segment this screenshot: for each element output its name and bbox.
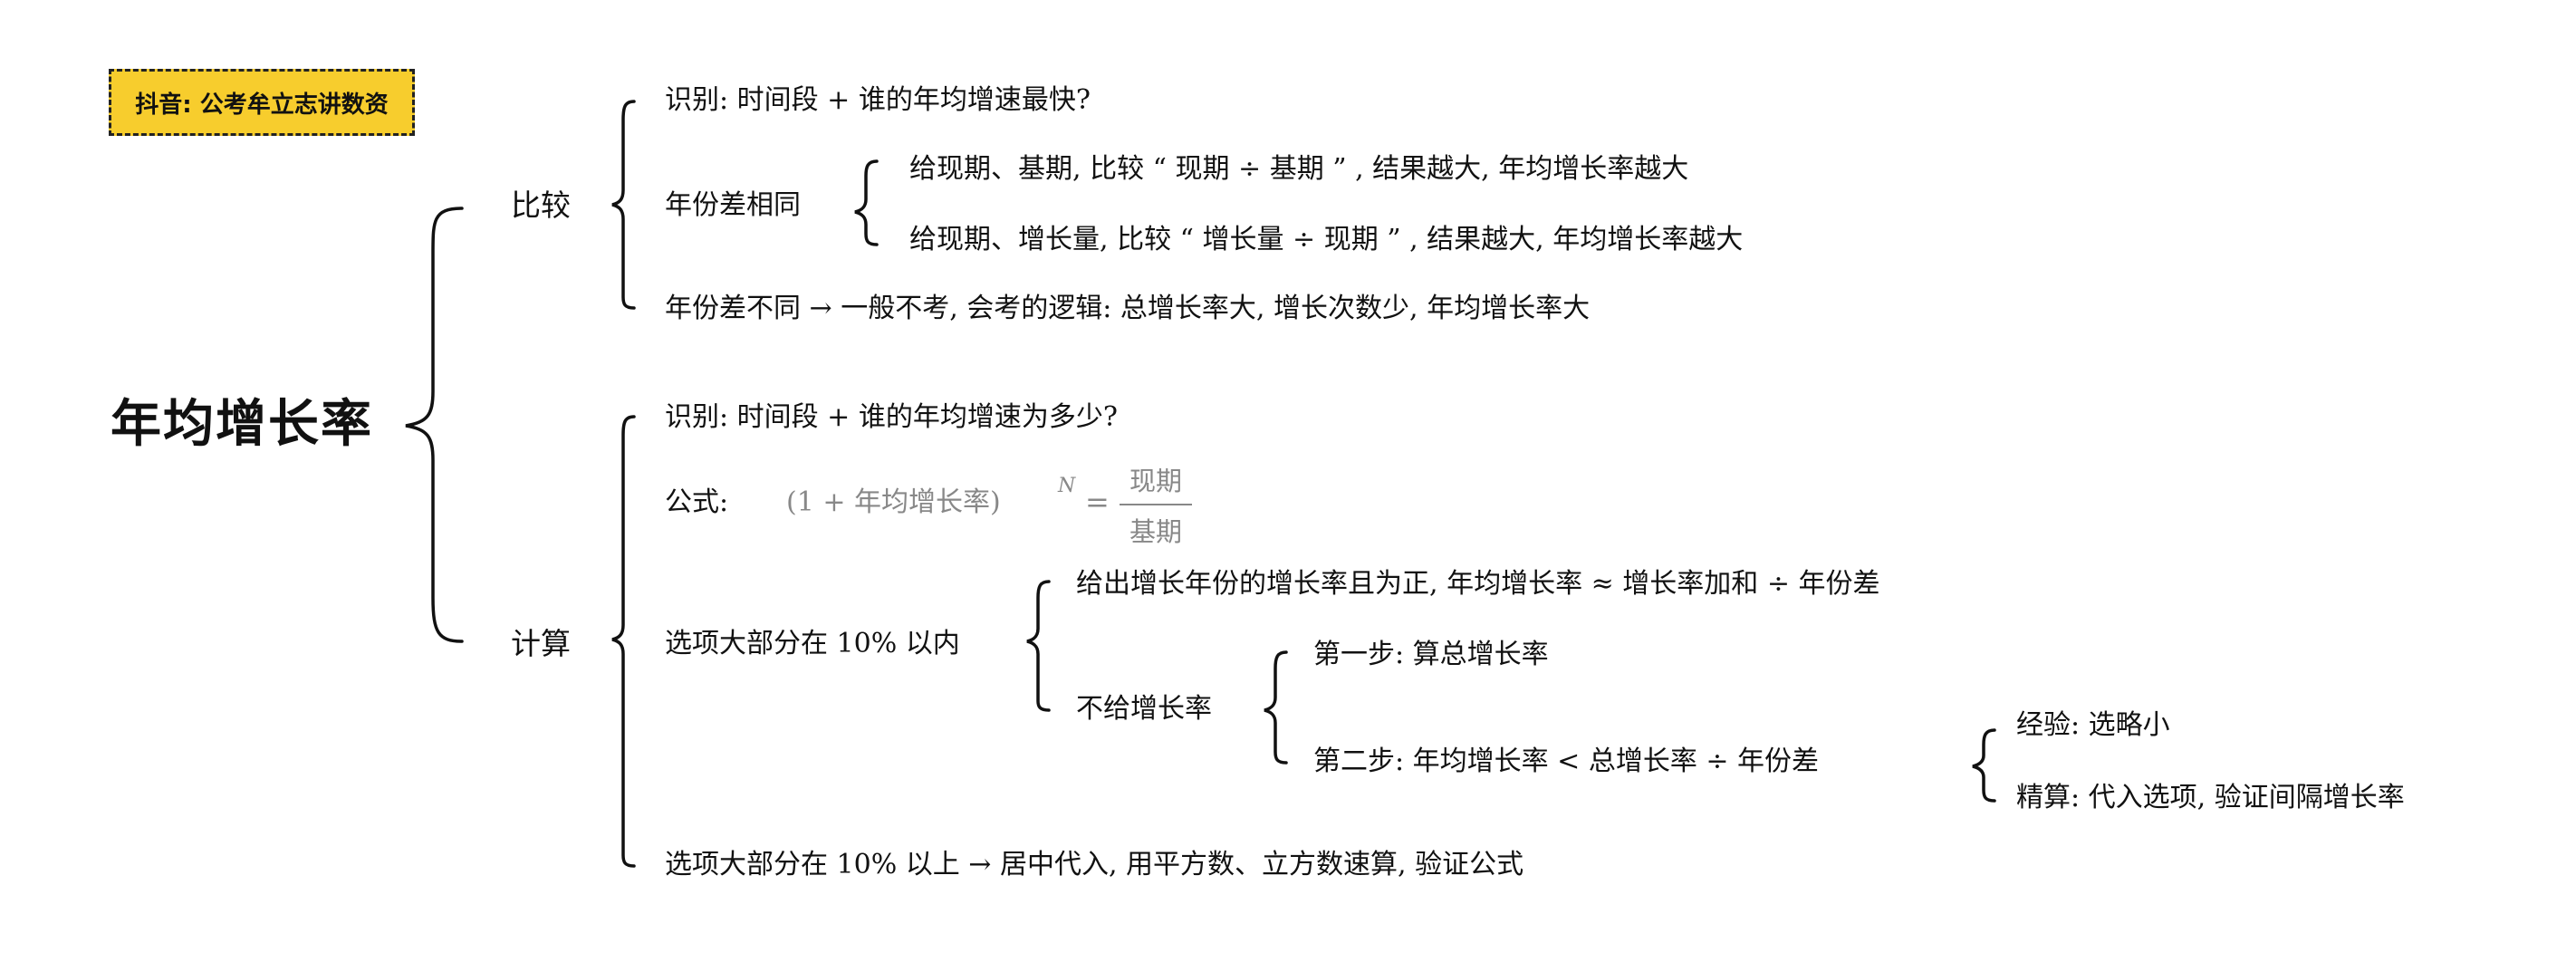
different-diff-item: 年份差不同 → 一般不考, 会考的逻辑: 总增长率大, 增长次数少, 年均增长率… [665,293,1591,324]
within-brace [1026,580,1051,712]
not-given-node: 不给增长率 [1076,693,1212,725]
above-10-item: 选项大部分在 10% 以上 → 居中代入, 用平方数、立方数速算, 验证公式 [665,849,1524,880]
compare-brace [611,100,636,310]
not-given-brace [1264,650,1288,765]
root-brace [405,207,464,643]
within-10-node: 选项大部分在 10% 以内 [665,628,960,659]
fraction-numerator: 现期 [1129,466,1182,496]
source-tag: 抖音: 公考牟立志讲数资 [109,69,415,136]
precise-item: 精算: 代入选项, 验证间隔增长率 [2016,782,2405,813]
same-diff-item-1: 给现期、基期, 比较 “ 现期 ÷ 基期 ” , 结果越大, 年均增长率越大 [909,153,1689,185]
same-diff-node: 年份差相同 [665,189,801,221]
formula-fraction: 现期 基期 [1120,460,1192,549]
fraction-denominator: 基期 [1129,516,1182,547]
compare-node: 比较 [511,188,571,223]
fraction-bar [1120,504,1192,505]
calc-identify: 识别: 时间段 + 谁的年均增速为多少? [665,401,1118,433]
step-1-item: 第一步: 算总增长率 [1313,639,1549,670]
root-node: 年均增长率 [111,394,373,454]
compare-identify: 识别: 时间段 + 谁的年均增速最快? [665,84,1091,116]
given-rate-item: 给出增长年份的增长率且为正, 年均增长率 ≈ 增长率加和 ÷ 年份差 [1076,568,1880,600]
calc-brace [611,415,636,868]
formula-exponent: N [1058,475,1076,497]
calc-node: 计算 [511,626,571,661]
formula-label: 公式: [665,486,729,518]
experience-item: 经验: 选略小 [2016,709,2170,741]
step-2-item: 第二步: 年均增长率 < 总增长率 ÷ 年份差 [1313,746,1820,777]
formula-equals: = [1085,485,1110,519]
same-diff-item-2: 给现期、增长量, 比较 “ 增长量 ÷ 现期 ” , 结果越大, 年均增长率越大 [909,224,1744,255]
step2-brace [1972,728,1996,803]
same-diff-brace [854,159,879,246]
formula-lhs: (1 + 年均增长率) [786,486,1001,518]
